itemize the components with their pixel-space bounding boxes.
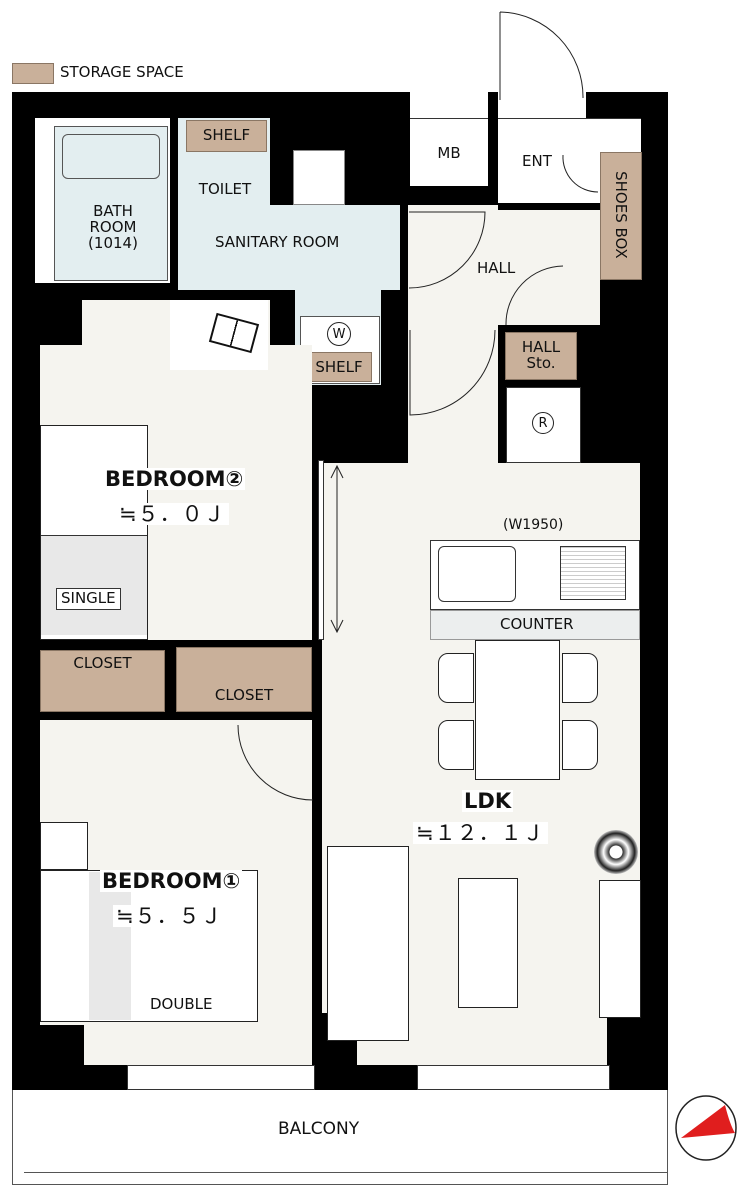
nightstand bbox=[40, 822, 88, 870]
coffee-table bbox=[458, 878, 518, 1008]
stove-icon bbox=[560, 546, 626, 600]
plant-icon bbox=[594, 830, 638, 874]
dining-table bbox=[475, 640, 560, 780]
ldk-area: ≒１２．１Ｊ bbox=[413, 822, 548, 844]
double-bed-label: DOUBLE bbox=[150, 995, 213, 1013]
balcony-label: BALCONY bbox=[278, 1119, 360, 1139]
bedroom-2-area: ≒５．０Ｊ bbox=[116, 503, 229, 525]
bath-label-line1: BATH bbox=[93, 202, 133, 220]
hall-storage-line2: Sto. bbox=[526, 353, 556, 372]
balcony bbox=[12, 1090, 668, 1185]
hall-label: HALL bbox=[477, 259, 516, 277]
bedroom-door-opening bbox=[318, 460, 324, 640]
counter-strip bbox=[430, 610, 640, 640]
shoes-box bbox=[600, 152, 642, 280]
dining-chair bbox=[438, 720, 474, 770]
ent-label: ENT bbox=[522, 152, 552, 170]
dining-chair bbox=[562, 653, 598, 703]
closet-right bbox=[176, 647, 312, 712]
shelf-top-label: SHELF bbox=[202, 126, 251, 144]
mb-label: MB bbox=[437, 144, 461, 162]
bedroom-1-area: ≒５．５Ｊ bbox=[113, 905, 226, 927]
wash-basin bbox=[293, 150, 345, 205]
hall-storage-label: HALL Sto. bbox=[505, 338, 577, 372]
bed-blanket bbox=[89, 872, 131, 1020]
kitchen-sink bbox=[438, 546, 516, 602]
bath-label: BATH ROOM (1014) bbox=[78, 202, 148, 252]
closet-left-label: CLOSET bbox=[73, 654, 132, 672]
sanitary-room bbox=[178, 205, 400, 290]
bed-blanket bbox=[41, 535, 147, 635]
dining-chair bbox=[438, 653, 474, 703]
entrance-door-opening bbox=[498, 92, 586, 118]
washer-icon: W bbox=[327, 322, 351, 346]
balcony-rail bbox=[24, 1172, 668, 1173]
bathtub bbox=[62, 134, 160, 179]
bedroom-1-label: BEDROOM① bbox=[100, 869, 243, 893]
closet-right-label: CLOSET bbox=[214, 686, 274, 704]
bath-label-line2: ROOM bbox=[89, 217, 137, 236]
sanitary-label: SANITARY ROOM bbox=[215, 233, 340, 251]
closet-left bbox=[40, 650, 165, 712]
meter-box bbox=[410, 118, 488, 186]
entrance-door-arc bbox=[499, 11, 584, 100]
shoes-box-label: SHOES BOX bbox=[611, 171, 630, 259]
bathtub-unit bbox=[54, 126, 168, 281]
legend-label: STORAGE SPACE bbox=[60, 63, 184, 81]
hall-storage bbox=[505, 332, 577, 380]
fridge-icon: R bbox=[532, 412, 554, 434]
tv-stand bbox=[599, 880, 641, 1018]
shelf-bottom bbox=[306, 352, 372, 382]
dining-chair bbox=[562, 720, 598, 770]
toilet-label: TOILET bbox=[198, 180, 252, 198]
shelf-bottom-label: SHELF bbox=[315, 358, 363, 376]
shelf-top bbox=[186, 120, 267, 152]
legend-swatch bbox=[12, 63, 54, 84]
bath-code: (1014) bbox=[88, 233, 138, 252]
bedroom-2-label: BEDROOM② bbox=[103, 467, 246, 491]
window-bedroom-1[interactable] bbox=[127, 1065, 315, 1090]
bedroom-1-wall-notch bbox=[40, 1025, 84, 1065]
counter-label: COUNTER bbox=[500, 615, 574, 633]
ldk-label: LDK bbox=[462, 789, 514, 813]
hall-lower bbox=[408, 205, 498, 465]
single-bed-label: SINGLE bbox=[56, 588, 121, 610]
hall-storage-line1: HALL bbox=[521, 338, 561, 356]
mb-door-opening bbox=[410, 92, 488, 118]
sofa bbox=[327, 846, 409, 1041]
window-ldk[interactable] bbox=[417, 1065, 610, 1090]
double-bed bbox=[40, 870, 258, 1022]
kitchen-width-label: (W1950) bbox=[503, 517, 564, 533]
